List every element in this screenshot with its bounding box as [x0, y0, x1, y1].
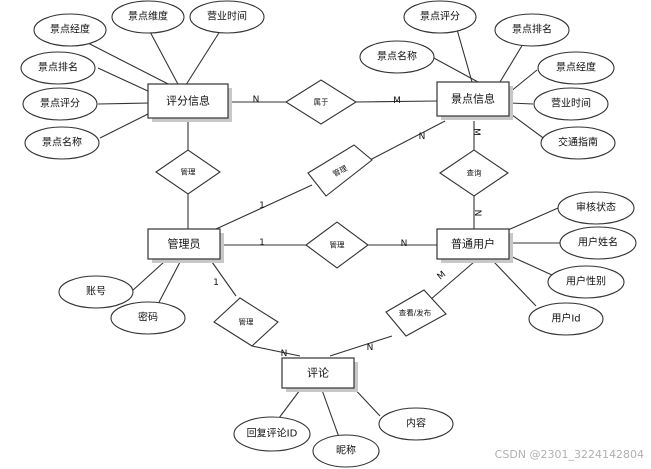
svg-text:景点经度: 景点经度: [50, 23, 90, 36]
svg-text:管理: 管理: [181, 167, 196, 177]
svg-text:管理: 管理: [330, 240, 345, 250]
entity-admin: 管理员: [147, 228, 224, 263]
card-comment-admin: N: [281, 349, 288, 359]
card-user-query: N: [472, 210, 482, 217]
entity-comment: 评论: [281, 357, 358, 392]
attr-user-gender: 用户性别: [547, 265, 625, 299]
svg-text:景点名称: 景点名称: [377, 50, 417, 63]
svg-text:评分信息: 评分信息: [166, 94, 210, 108]
rel-query: 查询: [439, 149, 509, 197]
attr-spot-longitude: 景点经度: [537, 51, 615, 85]
svg-text:管理员: 管理员: [168, 237, 201, 251]
svg-text:景点名称: 景点名称: [42, 136, 82, 149]
attr-admin-password: 密码: [110, 301, 186, 335]
rel-belongs: 属于: [284, 79, 358, 125]
svg-text:景点评分: 景点评分: [40, 98, 80, 110]
relationship-diamonds: 属于 管理 管理 查询 管理 管理 查看/发布: [155, 79, 509, 347]
svg-text:评论: 评论: [307, 366, 329, 380]
attr-spot-rank: 景点排名: [494, 13, 570, 47]
card-rating-belongs: N: [253, 95, 260, 105]
svg-text:密码: 密码: [138, 311, 158, 324]
attr-rating-latitude: 景点维度: [111, 0, 185, 34]
svg-text:景点经度: 景点经度: [556, 61, 596, 74]
svg-text:用户姓名: 用户姓名: [578, 236, 618, 249]
attr-spot-name: 景点名称: [359, 40, 435, 74]
svg-text:景点评分: 景点评分: [420, 11, 460, 23]
svg-text:景点排名: 景点排名: [38, 61, 78, 74]
attr-rating-score: 景点评分: [22, 87, 98, 121]
card-comment-user: N: [367, 343, 374, 353]
svg-text:景点信息: 景点信息: [451, 92, 495, 106]
svg-text:用户性别: 用户性别: [566, 275, 606, 288]
svg-text:管理: 管理: [239, 317, 254, 327]
card-admin-manage-spot: 1: [259, 201, 265, 211]
card-user-manage: N: [401, 239, 408, 249]
svg-text:景点排名: 景点排名: [512, 23, 552, 36]
entity-spot: 景点信息: [436, 81, 513, 120]
svg-text:内容: 内容: [406, 417, 426, 430]
attr-user-id: 用户Id: [528, 302, 604, 336]
attr-rating-rank: 景点排名: [20, 51, 96, 85]
attr-comment-content: 内容: [378, 407, 454, 441]
card-user-comment: M: [436, 270, 448, 283]
rel-view-publish: 查看/发布: [385, 289, 447, 337]
attr-rating-hours: 营业时间: [189, 0, 265, 34]
attr-user-name: 用户姓名: [559, 226, 637, 260]
rel-manage-spot: 管理: [307, 144, 373, 197]
attr-spot-hours: 营业时间: [533, 87, 609, 121]
attr-rating-name: 景点名称: [24, 126, 100, 160]
card-spot-belongs: M: [393, 96, 401, 106]
rel-manage-user: 管理: [305, 221, 369, 269]
attr-comment-reply-id: 回复评论ID: [233, 416, 311, 452]
card-spot-manage: N: [419, 132, 426, 142]
rel-manage-comment: 管理: [213, 297, 279, 347]
attr-spot-traffic: 交通指南: [540, 126, 616, 160]
svg-text:回复评论ID: 回复评论ID: [247, 427, 298, 440]
attr-comment-nickname: 昵称: [312, 434, 380, 468]
svg-text:普通用户: 普通用户: [451, 237, 495, 251]
svg-text:营业时间: 营业时间: [207, 10, 247, 23]
entity-user: 普通用户: [436, 228, 513, 263]
svg-text:查看/发布: 查看/发布: [399, 308, 432, 318]
svg-text:用户Id: 用户Id: [551, 312, 580, 325]
svg-text:审核状态: 审核状态: [576, 201, 616, 214]
svg-text:属于: 属于: [314, 98, 329, 107]
svg-text:查询: 查询: [467, 168, 482, 178]
entity-boxes: 评分信息 景点信息 管理员 普通用户 评论: [147, 81, 513, 392]
attribute-ellipses: 景点经度 景点维度 营业时间 景点排名 景点评分 景点名称 景点评分 景点排名 …: [20, 0, 637, 468]
card-spot-query: M: [471, 128, 481, 136]
card-admin-comment: 1: [213, 278, 219, 288]
attr-rating-longitude: 景点经度: [33, 13, 107, 47]
watermark: CSDN @2301_3224142804: [495, 448, 644, 461]
attr-user-status: 审核状态: [557, 191, 635, 225]
attr-spot-score: 景点评分: [403, 0, 477, 34]
card-admin-manage-user: 1: [259, 238, 265, 248]
rel-manage-rating: 管理: [155, 149, 221, 195]
connector-lines: [83, 25, 560, 441]
svg-text:景点维度: 景点维度: [128, 10, 168, 23]
svg-text:交通指南: 交通指南: [558, 136, 598, 149]
entity-rating: 评分信息: [147, 83, 232, 122]
svg-text:营业时间: 营业时间: [551, 97, 591, 110]
svg-text:账号: 账号: [86, 286, 106, 298]
svg-text:昵称: 昵称: [336, 444, 356, 457]
attr-admin-account: 账号: [58, 275, 134, 309]
